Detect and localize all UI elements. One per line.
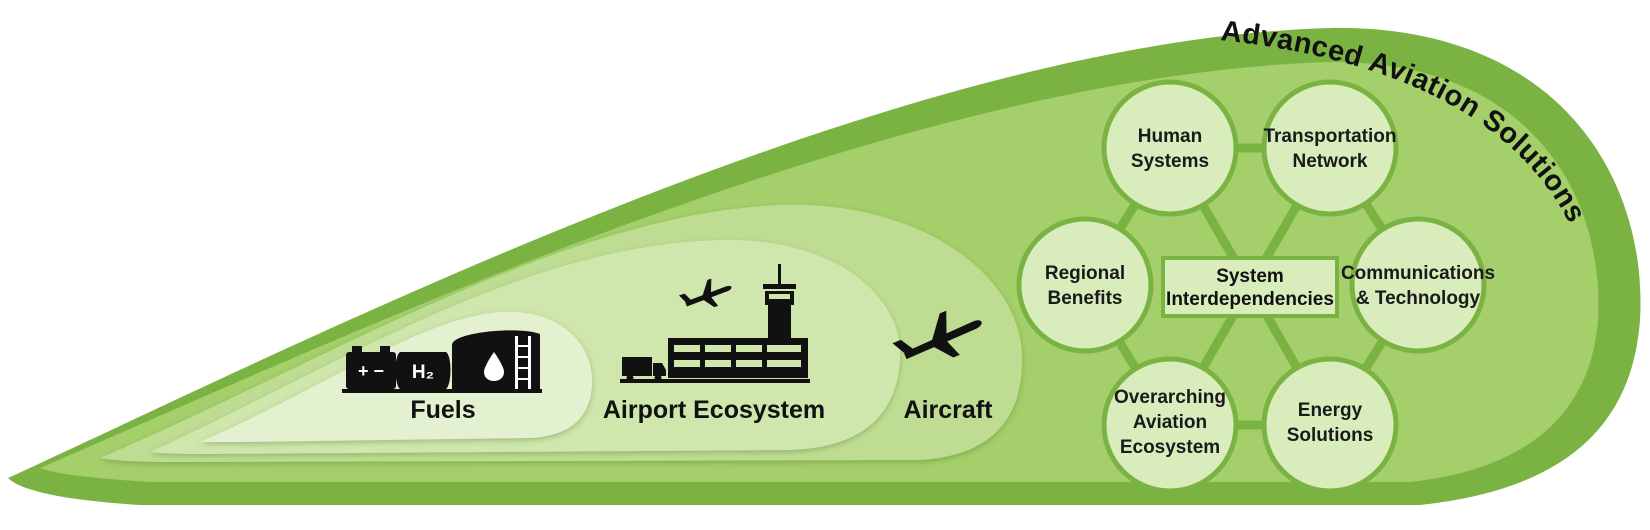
- svg-text:Regional: Regional: [1045, 263, 1125, 284]
- svg-text:Network: Network: [1293, 151, 1368, 172]
- fuel-storage-tank-icon: [342, 330, 542, 393]
- node-communications-technology: Communications & Technology: [1341, 216, 1495, 354]
- hydrogen-tank-icon: H₂: [395, 352, 451, 389]
- system-interdependencies-box: System Interdependencies: [1161, 256, 1339, 318]
- aircraft-icon: [892, 310, 982, 360]
- node-transportation-network: Transportation Network: [1261, 79, 1399, 217]
- battery-icon: + −: [346, 346, 396, 389]
- node-regional-benefits: Regional Benefits: [1016, 216, 1154, 354]
- svg-text:& Technology: & Technology: [1356, 288, 1481, 309]
- node-overarching-aviation-ecosystem: Overarching Aviation Ecosystem: [1101, 356, 1239, 494]
- control-tower-icon: [763, 264, 796, 345]
- airport-ecosystem-label: Airport Ecosystem: [603, 396, 825, 424]
- svg-text:Solutions: Solutions: [1287, 425, 1374, 446]
- node-human-systems: Human Systems: [1101, 79, 1239, 217]
- terminal-building-icon: [620, 338, 810, 383]
- svg-text:Systems: Systems: [1131, 151, 1209, 172]
- svg-text:Aviation: Aviation: [1133, 412, 1207, 433]
- svg-text:Ecosystem: Ecosystem: [1120, 437, 1220, 458]
- svg-text:H₂: H₂: [412, 362, 434, 383]
- svg-text:Transportation: Transportation: [1263, 126, 1396, 147]
- aircraft-label: Aircraft: [904, 396, 994, 424]
- svg-text:Communications: Communications: [1341, 263, 1495, 284]
- svg-text:Energy: Energy: [1298, 400, 1363, 421]
- airplane-takeoff-icon: [678, 278, 732, 308]
- svg-text:Benefits: Benefits: [1048, 288, 1123, 309]
- svg-text:+ −: + −: [358, 361, 384, 381]
- svg-text:System: System: [1216, 266, 1284, 287]
- svg-text:Interdependencies: Interdependencies: [1166, 289, 1334, 310]
- node-energy-solutions: Energy Solutions: [1261, 356, 1399, 494]
- svg-text:Human: Human: [1138, 126, 1202, 147]
- svg-text:Overarching: Overarching: [1114, 387, 1226, 408]
- fuel-truck-icon: [622, 357, 666, 382]
- fuels-label: Fuels: [410, 396, 475, 424]
